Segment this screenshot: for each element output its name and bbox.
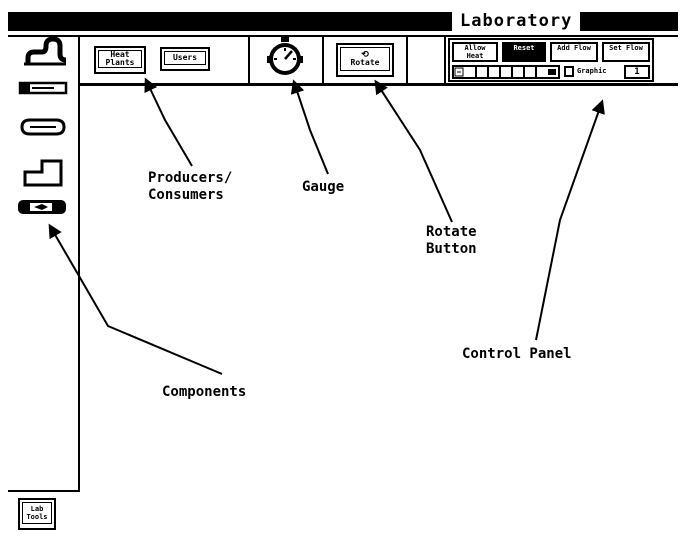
components-arrow [48, 223, 223, 375]
graphic-label: Graphic [577, 67, 607, 75]
toolbar-separator-2 [322, 35, 324, 85]
rotate-arrow [374, 79, 453, 223]
toolbar-separator-3 [406, 35, 408, 85]
heat-plants-label: Heat Plants [105, 50, 135, 67]
control-panel-arrow [535, 99, 605, 341]
toolbar-separator-4 [444, 35, 446, 85]
users-label: Users [172, 53, 198, 62]
sidebar-divider [78, 35, 80, 492]
elbow-pipe-icon[interactable] [22, 158, 64, 188]
lab-tools-button[interactable]: Lab Tools [18, 498, 56, 530]
slider-track-icon [454, 67, 556, 77]
graphic-value-field[interactable]: 1 [624, 65, 650, 79]
connector-icon[interactable] [18, 116, 68, 138]
toolbar-separator-1 [248, 35, 250, 85]
gauge-arrow [290, 79, 329, 175]
lab-tools-label: Lab Tools [26, 505, 48, 521]
toolbar-top-border [8, 35, 678, 37]
valve-icon[interactable] [16, 196, 68, 218]
flow-slider[interactable] [452, 65, 560, 79]
components-label: Components [162, 384, 247, 400]
producers-consumers-label: Producers/ Consumers [148, 170, 233, 203]
heat-plants-button[interactable]: Heat Plants [94, 46, 146, 74]
producers-arrow [144, 77, 193, 167]
control-set-flow-button[interactable]: Set Flow [602, 42, 650, 62]
rotate-arrow-icon: ⟲ [361, 50, 369, 60]
gauge-label: Gauge [302, 179, 345, 195]
control-reset-button[interactable]: Reset [502, 42, 546, 62]
window-title: Laboratory [452, 11, 581, 32]
gauge-icon[interactable] [262, 34, 308, 78]
control-add-flow-button[interactable]: Add Flow [550, 42, 598, 62]
sidebar-bottom-border [8, 490, 80, 492]
control-allow-heat-button[interactable]: Allow Heat [452, 42, 498, 62]
rotate-button-label: Rotate Button [426, 224, 477, 257]
rotate-label: Rotate [350, 58, 380, 67]
rotate-button[interactable]: ⟲ Rotate [336, 43, 394, 77]
graphic-checkbox[interactable] [564, 66, 574, 77]
control-panel: Allow Heat Reset Add Flow Set Flow Graph… [448, 38, 654, 82]
pipe-bend-icon[interactable] [22, 34, 70, 68]
control-panel-label: Control Panel [462, 346, 572, 362]
straight-pipe-icon[interactable] [18, 80, 68, 96]
users-button[interactable]: Users [160, 47, 210, 71]
